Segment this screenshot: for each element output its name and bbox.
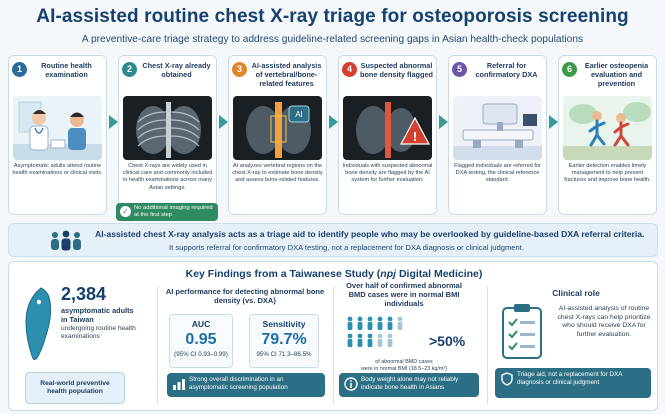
step-4-number: 4 (342, 62, 357, 77)
no-imaging-badge-text: No additional imaging required at the fi… (134, 205, 213, 218)
auc-value: 0.95 (185, 331, 217, 348)
step-3-number: 3 (232, 62, 247, 77)
auc-ci: (95% CI 0.93–0.99) (174, 351, 228, 358)
step-6-card: 6 Earlier osteopenia evaluation and prev… (558, 55, 657, 215)
step-1-card: 1 Routine health examination Asymptomati… (8, 55, 107, 215)
triage-aid-note: Triage aid, not a replacement for DXA di… (495, 368, 651, 398)
banner-sub-text: It supports referral for confirmatory DX… (169, 243, 524, 252)
key-findings-panel: Key Findings from a Taiwanese Study (npj… (8, 261, 658, 411)
step-3-description: AI analyzes vertebral regions on the che… (232, 163, 323, 184)
doctor-patient-illustration (13, 96, 102, 160)
step-6-title: Earlier osteopenia evaluation and preven… (584, 61, 649, 88)
runners-illustration (563, 96, 652, 160)
step-5-title: Referral for confirmatory DXA (475, 61, 538, 79)
step-6-description: Earlier detection enables timely managem… (564, 163, 651, 184)
bar-chart-icon (173, 379, 185, 390)
body-weight-note: Body weight alone may not reliably indic… (339, 373, 479, 397)
triage-banner: AI-assisted chest X-ray analysis acts as… (8, 223, 658, 257)
body-weight-note-text: Body weight alone may not reliably indic… (361, 376, 459, 391)
taiwan-map-icon (25, 287, 52, 361)
bmi-percentage-sub: of abnormal BMD cases were in normal BMI… (361, 359, 447, 372)
step-3-card: 3 AI-assisted analysis of vertebral/bone… (228, 55, 327, 215)
step-2-title: Chest X-ray already obtained (142, 61, 211, 79)
real-world-badge: Real-world preventive health population (25, 372, 125, 404)
step-1-description: Asymptomatic adults attend routine healt… (12, 163, 103, 177)
svg-text:!: ! (413, 129, 417, 144)
arrow-icon (219, 115, 228, 129)
step-2-description: Chest X-rays are widely used in clinical… (122, 163, 213, 191)
arrow-icon (109, 115, 118, 129)
chest-xray-image (123, 96, 212, 160)
step-2-card: 2 Chest X-ray already obtained Chest X-r… (118, 55, 217, 215)
divider (333, 286, 334, 404)
discrimination-note-text: Strong overall discrimination in an asym… (189, 376, 288, 391)
step-5-description: Flagged individuals are referred for DXA… (454, 163, 541, 184)
sensitivity-label: Sensitivity (262, 319, 306, 329)
step-4-title: Suspected abnormal bone density flagged (360, 61, 433, 79)
flagged-xray-image: ! (343, 96, 432, 160)
bmi-percentage: >50% (429, 333, 466, 349)
step-4-card: 4 Suspected abnormal bone density flagge… (338, 55, 437, 215)
dxa-scanner-illustration (453, 96, 542, 160)
page-subtitle: A preventive-care triage strategy to add… (81, 34, 584, 45)
page-title: AI-assisted routine chest X-ray triage f… (36, 6, 629, 27)
divider (487, 286, 488, 404)
population-icons (347, 316, 403, 347)
step-1-number: 1 (12, 62, 27, 77)
clinical-role-title: Clinical role (552, 288, 600, 298)
step-3-title: AI-assisted analysis of vertebral/bone-r… (251, 61, 322, 88)
step-6-number: 6 (562, 62, 577, 77)
no-imaging-badge: ✓ No additional imaging required at the … (116, 203, 218, 221)
study-count-sub: undergoing routine health examinations (61, 325, 136, 340)
findings-title: Key Findings from a Taiwanese Study (npj… (185, 268, 483, 280)
banner-main-text: AI-assisted chest X-ray analysis acts as… (95, 229, 645, 239)
checkmark-icon: ✓ (120, 206, 131, 217)
people-group-icon (51, 230, 81, 251)
info-icon (344, 377, 358, 391)
svg-text:AI: AI (295, 110, 303, 119)
arrow-icon (329, 115, 338, 129)
performance-title: AI performance for detecting abnormal bo… (165, 287, 325, 305)
steps-row: 1 Routine health examination Asymptomati… (8, 55, 658, 221)
step-5-card: 5 Referral for confirmatory DXA Flagged … (448, 55, 547, 215)
shield-icon (501, 372, 513, 386)
auc-label: AUC (191, 319, 211, 329)
step-4-description: Individuals with suspected abnormal bone… (342, 163, 433, 184)
arrow-icon (549, 115, 558, 129)
step-2-number: 2 (122, 62, 137, 77)
step-1-title: Routine health examination (41, 61, 92, 79)
clipboard-checklist-icon (502, 304, 542, 359)
auc-metric-card: AUC 0.95 (95% CI 0.93–0.99) (169, 314, 233, 368)
divider (157, 286, 158, 404)
bmi-title: Over half of confirmed abnormal BMD case… (346, 281, 462, 308)
arrow-icon (439, 115, 448, 129)
step-5-number: 5 (452, 62, 467, 77)
sensitivity-value: 79.7% (261, 331, 307, 348)
ai-analysis-xray-image: AI (233, 96, 322, 160)
sensitivity-metric-card: Sensitivity 79.7% 95% CI 71.3–86.5% (249, 314, 319, 368)
discrimination-note: Strong overall discrimination in an asym… (167, 373, 325, 397)
study-count-label: asymptomatic adults in Taiwan (61, 306, 134, 324)
sensitivity-ci: 95% CI 71.3–86.5% (256, 351, 312, 358)
triage-aid-note-text: Triage aid, not a replacement for DXA di… (517, 371, 623, 386)
study-count: 2,384 (61, 284, 107, 304)
clinical-role-text: AI-assisted analysis of routine chest X-… (557, 305, 651, 338)
